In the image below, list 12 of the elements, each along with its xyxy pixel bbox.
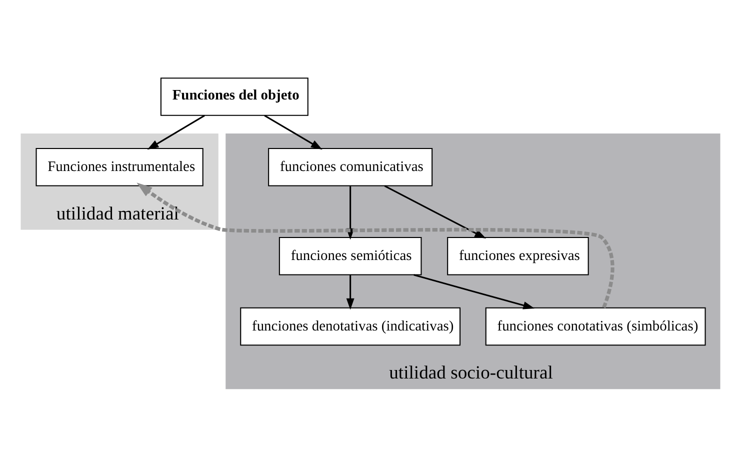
arrow (414, 274, 535, 309)
arrow (384, 184, 486, 238)
arrow (346, 274, 354, 310)
node-box: funciones denotativas (indicativas) (240, 306, 461, 346)
node-box: Funciones del objeto (160, 77, 308, 116)
arrow (136, 182, 614, 308)
node-box: funciones semióticas (278, 236, 422, 275)
node-box: funciones expresivas (447, 236, 589, 275)
arrow (147, 114, 205, 150)
node-box: funciones comunicativas (268, 147, 433, 186)
node-box: funciones conotativas (simbólicas) (485, 306, 706, 346)
node-box: Funciones instrumentales (36, 147, 204, 186)
